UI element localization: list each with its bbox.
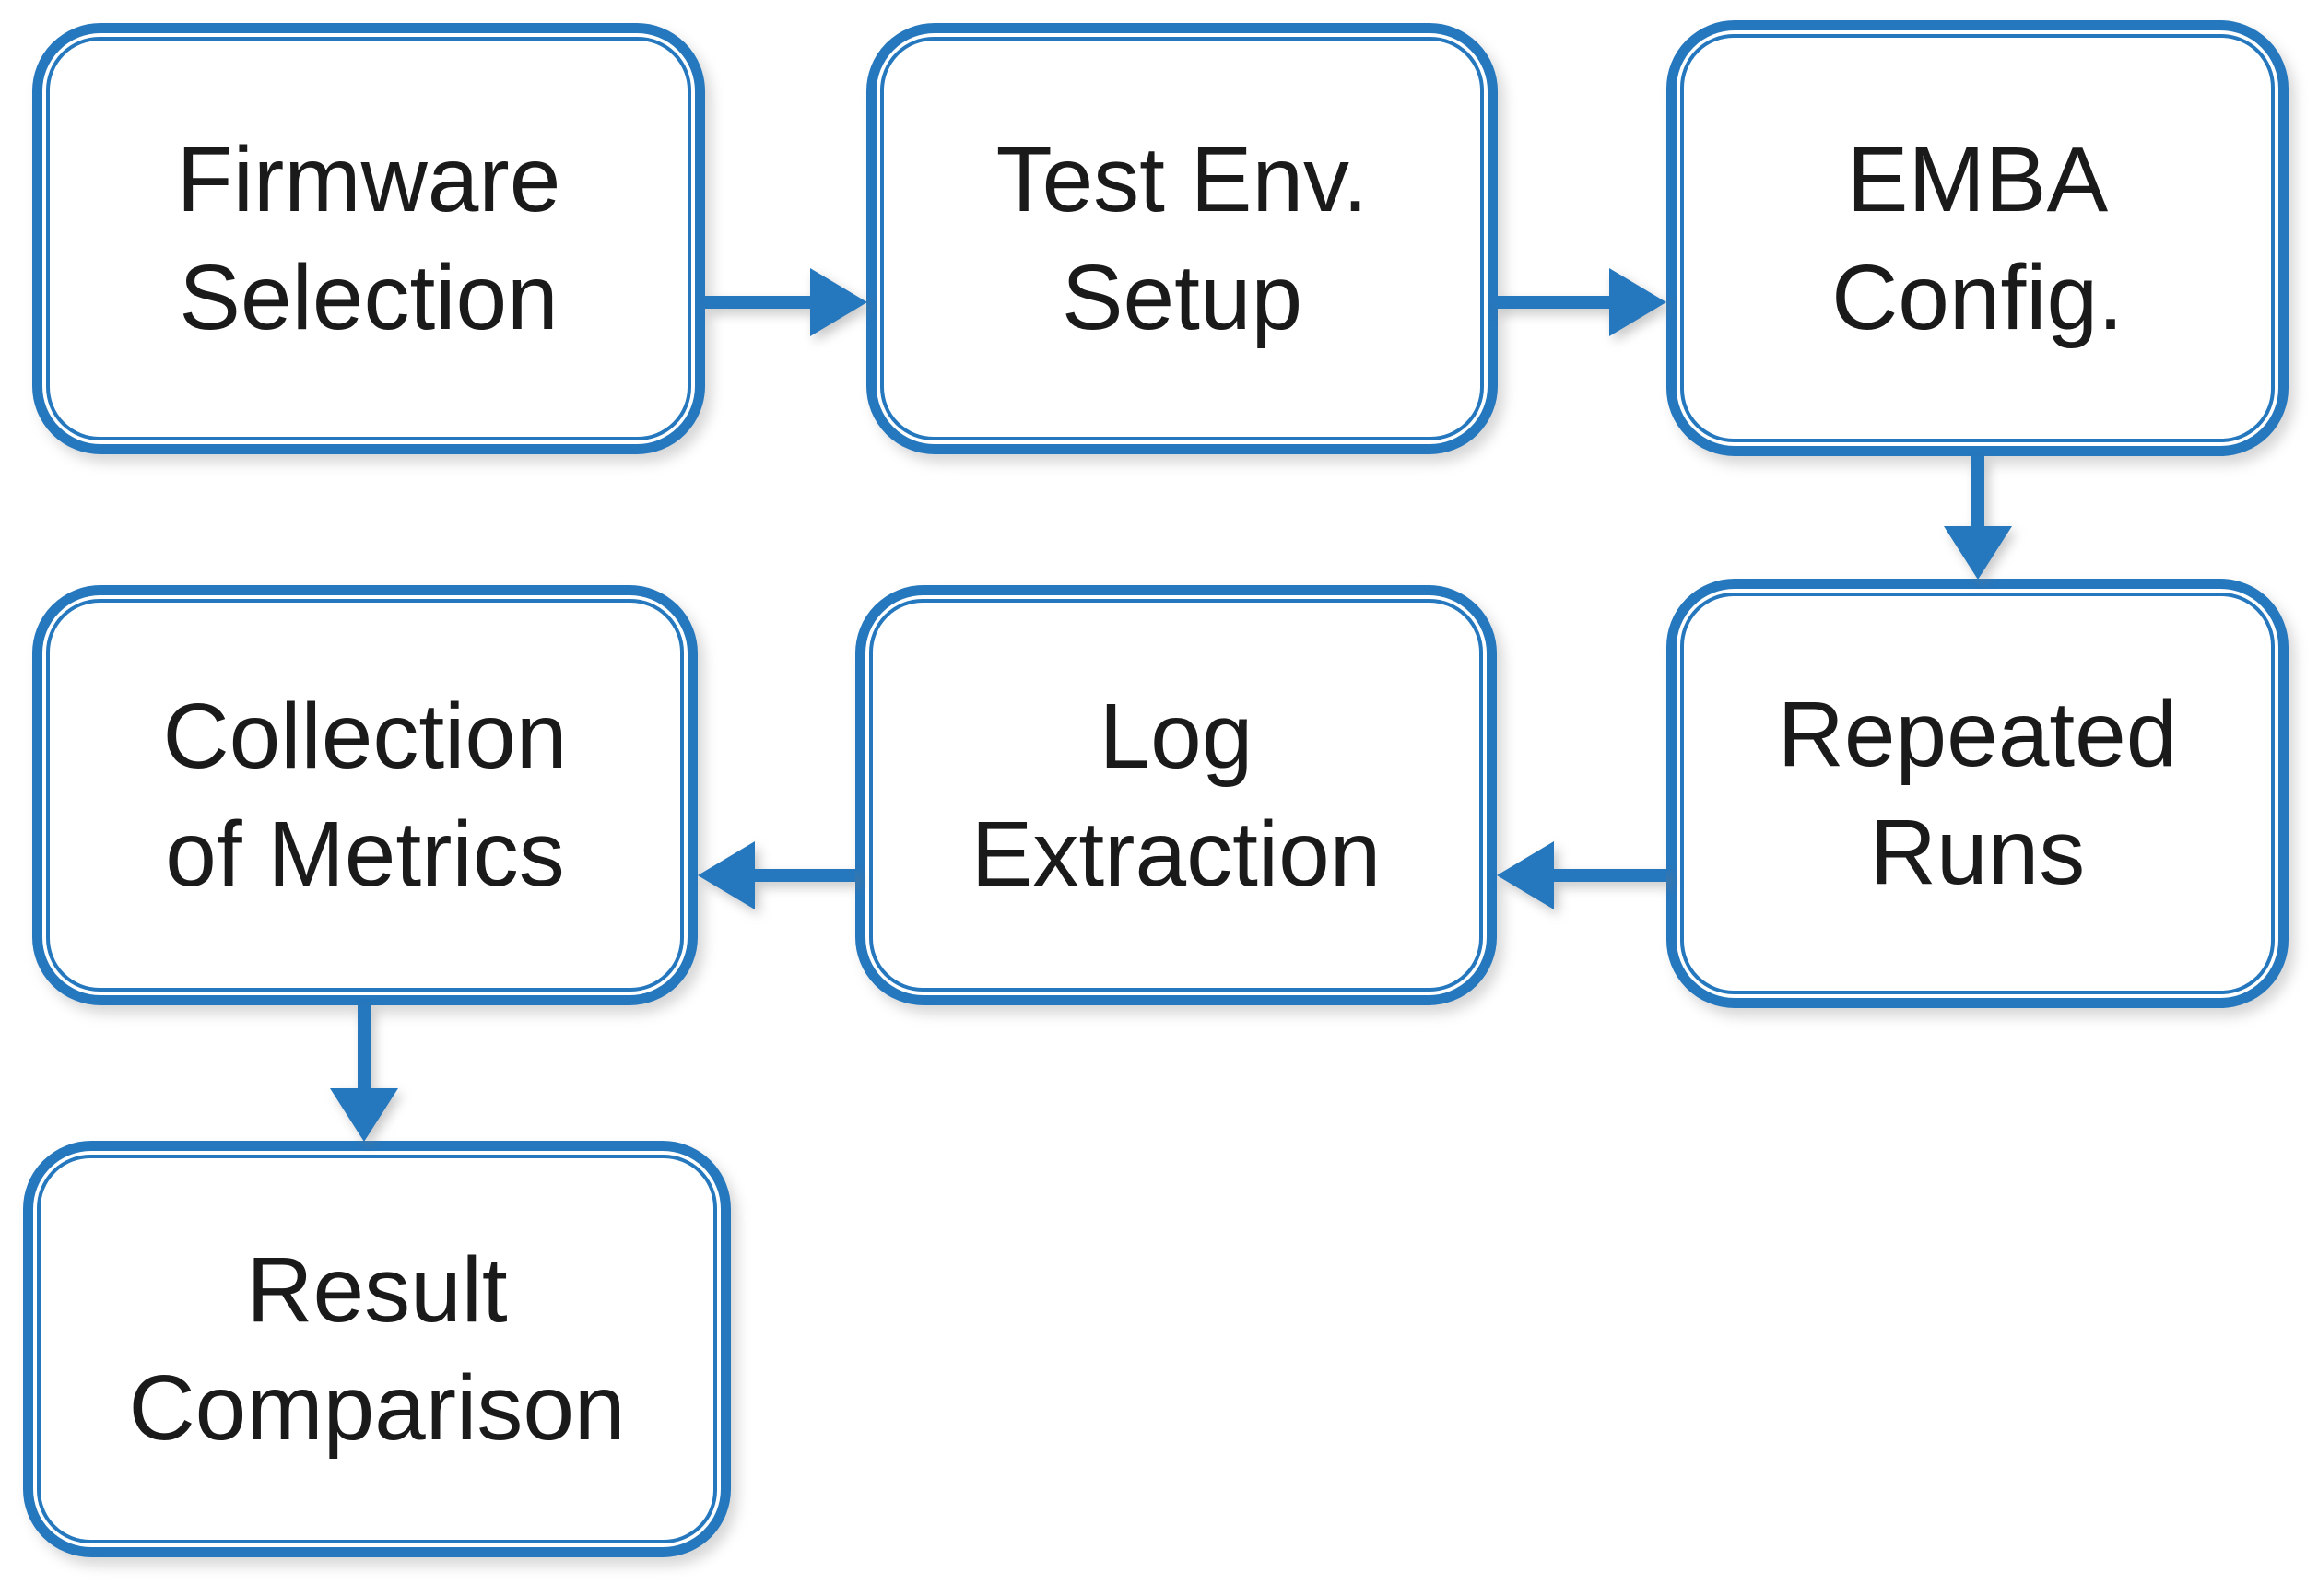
label-line: Extraction	[971, 803, 1382, 906]
node-firmware-selection: Firmware Selection	[32, 23, 705, 454]
arrow-head-left-icon	[1497, 841, 1554, 909]
edge-emba-to-repeatedruns-arrow-icon	[1944, 456, 2012, 580]
node-collection-of-metrics-border: Collection of Metrics	[46, 599, 684, 992]
node-collection-of-metrics: Collection of Metrics	[32, 585, 698, 1005]
label-line: EMBA	[1846, 127, 2109, 231]
arrow-head-down-icon	[330, 1088, 398, 1142]
node-repeated-runs: Repeated Runs	[1666, 579, 2289, 1008]
node-test-env-setup: Test Env. Setup	[866, 23, 1498, 454]
node-result-comparison-border: Result Comparison	[37, 1155, 717, 1543]
node-log-extraction-label: Log Extraction	[971, 677, 1382, 913]
node-log-extraction-border: Log Extraction	[869, 599, 1483, 992]
edge-repeatedruns-to-logextraction-arrow-icon	[1497, 841, 1666, 909]
node-result-comparison: Result Comparison	[23, 1141, 731, 1557]
arrow-head-right-icon	[1609, 268, 1666, 336]
label-line: Selection	[179, 246, 559, 349]
label-line: Collection	[162, 685, 568, 788]
arrow-stem	[1554, 869, 1666, 882]
label-line: Result	[246, 1238, 508, 1342]
label-line: Setup	[1061, 246, 1303, 349]
node-repeated-runs-border: Repeated Runs	[1680, 593, 2275, 994]
arrow-stem	[358, 1005, 371, 1088]
node-firmware-selection-label: Firmware Selection	[177, 121, 561, 357]
edge-testenv-to-emba-arrow-icon	[1495, 268, 1666, 336]
node-test-env-setup-label: Test Env. Setup	[996, 121, 1369, 357]
node-firmware-selection-border: Firmware Selection	[46, 37, 691, 440]
label-line: Log	[1099, 685, 1253, 788]
label-line: Test Env.	[995, 128, 1369, 231]
label-line: of Metrics	[165, 803, 565, 906]
edge-metrics-to-result-arrow-icon	[330, 1005, 398, 1142]
arrow-stem	[755, 869, 855, 882]
label-line: Firmware	[176, 128, 561, 231]
node-collection-of-metrics-label: Collection of Metrics	[162, 677, 567, 913]
arrow-stem	[1495, 296, 1609, 309]
label-line: Repeated	[1777, 683, 2178, 786]
arrow-stem	[705, 296, 810, 309]
label-line: Config.	[1831, 245, 2124, 349]
edge-logextraction-to-metrics-arrow-icon	[698, 841, 855, 909]
node-result-comparison-label: Result Comparison	[128, 1231, 625, 1467]
node-repeated-runs-label: Repeated Runs	[1778, 675, 2178, 911]
node-emba-config: EMBA Config.	[1666, 20, 2289, 456]
arrow-stem	[1971, 456, 1984, 526]
label-line: Comparison	[128, 1356, 626, 1460]
label-line: Runs	[1869, 801, 2086, 904]
node-emba-config-label: EMBA Config.	[1831, 121, 2124, 357]
arrow-head-right-icon	[810, 268, 867, 336]
node-emba-config-border: EMBA Config.	[1680, 34, 2275, 442]
node-test-env-setup-border: Test Env. Setup	[880, 37, 1484, 440]
arrow-head-down-icon	[1944, 526, 2012, 580]
edge-firmware-to-testenv-arrow-icon	[705, 268, 867, 336]
arrow-head-left-icon	[698, 841, 755, 909]
node-log-extraction: Log Extraction	[855, 585, 1497, 1005]
